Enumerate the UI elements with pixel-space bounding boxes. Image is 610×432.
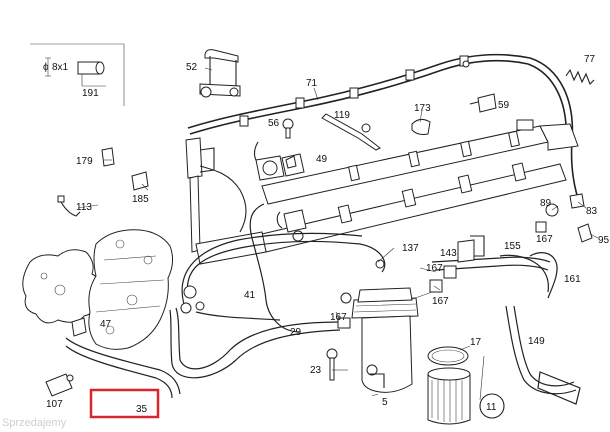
callout-107: 107: [46, 399, 63, 410]
callout-149: 149: [528, 336, 545, 347]
callout-56: 56: [268, 118, 280, 129]
watermark: Sprzedajemy: [2, 417, 67, 429]
pipe-dimension-inset: ϕ 8x1 191: [30, 43, 125, 106]
callout-137: 137: [402, 243, 419, 254]
callout-179: 179: [76, 156, 93, 167]
callout-49: 49: [316, 154, 328, 165]
fuel-filter-housing: [340, 287, 419, 393]
callout-167-b: 167: [426, 263, 443, 274]
fuel-rail-upper: [261, 119, 579, 205]
callout-5: 5: [382, 397, 388, 408]
callout-41: 41: [244, 290, 256, 301]
callout-52: 52: [186, 62, 198, 73]
callout-95: 95: [598, 235, 610, 246]
callout-89: 89: [540, 198, 552, 209]
callout-47: 47: [100, 319, 112, 330]
inset-part-number: 191: [82, 88, 99, 99]
fuel-rail-lower: [261, 162, 567, 253]
callout-155: 155: [504, 241, 521, 252]
dimension-text: 8x1: [52, 62, 69, 73]
callout-77: 77: [584, 54, 596, 65]
engine-pump-block: [22, 229, 174, 350]
bracket-52: [199, 49, 241, 98]
fuel-lines: [65, 203, 581, 405]
callout-labels: 52 71 77 56 173 59 119 49 179 185 113 89…: [46, 54, 610, 415]
small-parts: [45, 68, 595, 397]
callout-59: 59: [498, 100, 510, 111]
callout-167-c: 167: [432, 296, 449, 307]
callout-167-d: 167: [330, 312, 347, 323]
filter-element: [427, 346, 471, 425]
callout-161: 161: [564, 274, 581, 285]
callout-11-circle: 11: [479, 393, 505, 419]
pressure-regulator-49: [253, 141, 307, 242]
callout-71: 71: [306, 78, 318, 89]
callout-143: 143: [440, 248, 457, 259]
callout-113: 113: [76, 202, 92, 213]
callout-173: 173: [414, 103, 431, 114]
highlight-box-part-35: [89, 388, 160, 419]
leader-lines: [77, 67, 599, 401]
callout-23: 23: [310, 365, 322, 376]
callout-11: 11: [486, 402, 497, 413]
callout-119: 119: [334, 110, 350, 121]
callout-83: 83: [586, 206, 598, 217]
callout-185: 185: [132, 194, 149, 205]
callout-167-a: 167: [536, 234, 553, 245]
callout-35: 35: [136, 404, 148, 415]
dimension-symbol: ϕ: [43, 62, 49, 73]
callout-29: 29: [290, 327, 302, 338]
callout-17: 17: [470, 337, 482, 348]
